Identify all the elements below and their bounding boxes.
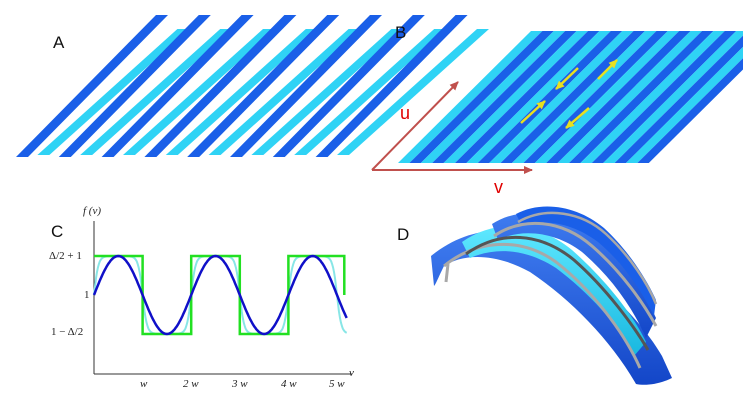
arch-rail-2: [465, 236, 650, 351]
dark-stripe: [101, 15, 254, 157]
dark-stripe: [272, 15, 425, 157]
light-band: [603, 31, 743, 163]
panel-a: A: [16, 15, 489, 157]
light-stripe: [251, 29, 404, 155]
dark-stripe: [187, 15, 340, 157]
dark-stripe: [144, 15, 297, 157]
y-tick-low: 1 − Δ/2: [51, 326, 83, 338]
x-tick-2: 2 w: [183, 378, 199, 390]
dark-band: [455, 31, 600, 163]
dark-band: [591, 31, 737, 163]
dark-stripe: [58, 15, 211, 157]
dark-band: [614, 35, 743, 163]
light-stripe: [294, 29, 447, 155]
panel-a-letter: A: [53, 33, 65, 52]
arch-rail-3: [493, 221, 658, 327]
u-vector-arrow: [371, 81, 459, 171]
x-tick-5: 5 w: [329, 378, 345, 390]
arch-rail-4: [517, 211, 658, 305]
dark-band: [637, 58, 743, 163]
dark-band: [546, 31, 691, 163]
light-stripe: [208, 29, 361, 155]
light-band: [443, 31, 588, 163]
dark-stripe: [230, 15, 382, 157]
dark-band: [569, 31, 714, 163]
light-band: [420, 31, 566, 163]
light-stripe: [337, 29, 489, 155]
flow-arrow-4: [597, 59, 618, 80]
light-stripe: [123, 29, 275, 155]
arch-band-back: [492, 212, 656, 338]
light-stripe: [37, 29, 190, 155]
light-band: [626, 46, 743, 163]
x-axis-label: v: [349, 367, 354, 379]
dark-band: [523, 31, 668, 163]
light-band: [512, 31, 657, 163]
panel-b: B u v: [371, 23, 743, 197]
light-band: [398, 31, 543, 163]
y-tick-high: Δ/2 + 1: [49, 250, 82, 262]
panel-b-striped-sheet: [398, 31, 743, 163]
y-tick-mid: 1: [84, 289, 90, 301]
light-band: [534, 31, 680, 163]
arch-band-front: [431, 230, 672, 385]
dark-band: [477, 31, 623, 163]
panel-b-letter: B: [395, 23, 406, 42]
flow-arrow-2: [555, 67, 579, 90]
arch-rail-end: [444, 263, 450, 283]
panel-d-letter: D: [397, 225, 409, 244]
light-band: [466, 31, 611, 163]
light-stripe: [165, 29, 318, 155]
panel-d: D: [397, 206, 672, 385]
dark-band: [409, 31, 554, 163]
light-band: [580, 31, 725, 163]
light-band: [489, 31, 634, 163]
light-stripe: [80, 29, 233, 155]
dark-stripe: [315, 15, 468, 157]
flow-arrow-1: [520, 100, 546, 124]
u-label: u: [400, 103, 410, 123]
panel-c-letter: C: [51, 222, 63, 241]
dark-stripe: [16, 15, 168, 157]
x-tick-3: 3 w: [231, 378, 248, 390]
sine-wave-curve: [92, 254, 348, 336]
x-tick-1: w: [140, 378, 148, 390]
panel-c: C f (v) v Δ/2 + 1 1 1 − Δ/2 w 2 w 3 w 4 …: [49, 205, 354, 390]
flow-arrow-3: [565, 107, 590, 129]
x-tick-4: 4 w: [281, 378, 297, 390]
v-label: v: [494, 177, 503, 197]
y-axis-label: f (v): [83, 205, 101, 217]
panel-a-stripes: [16, 15, 489, 157]
dark-band: [432, 31, 577, 163]
light-band: [557, 31, 702, 163]
square-wave-curve: [94, 254, 346, 336]
